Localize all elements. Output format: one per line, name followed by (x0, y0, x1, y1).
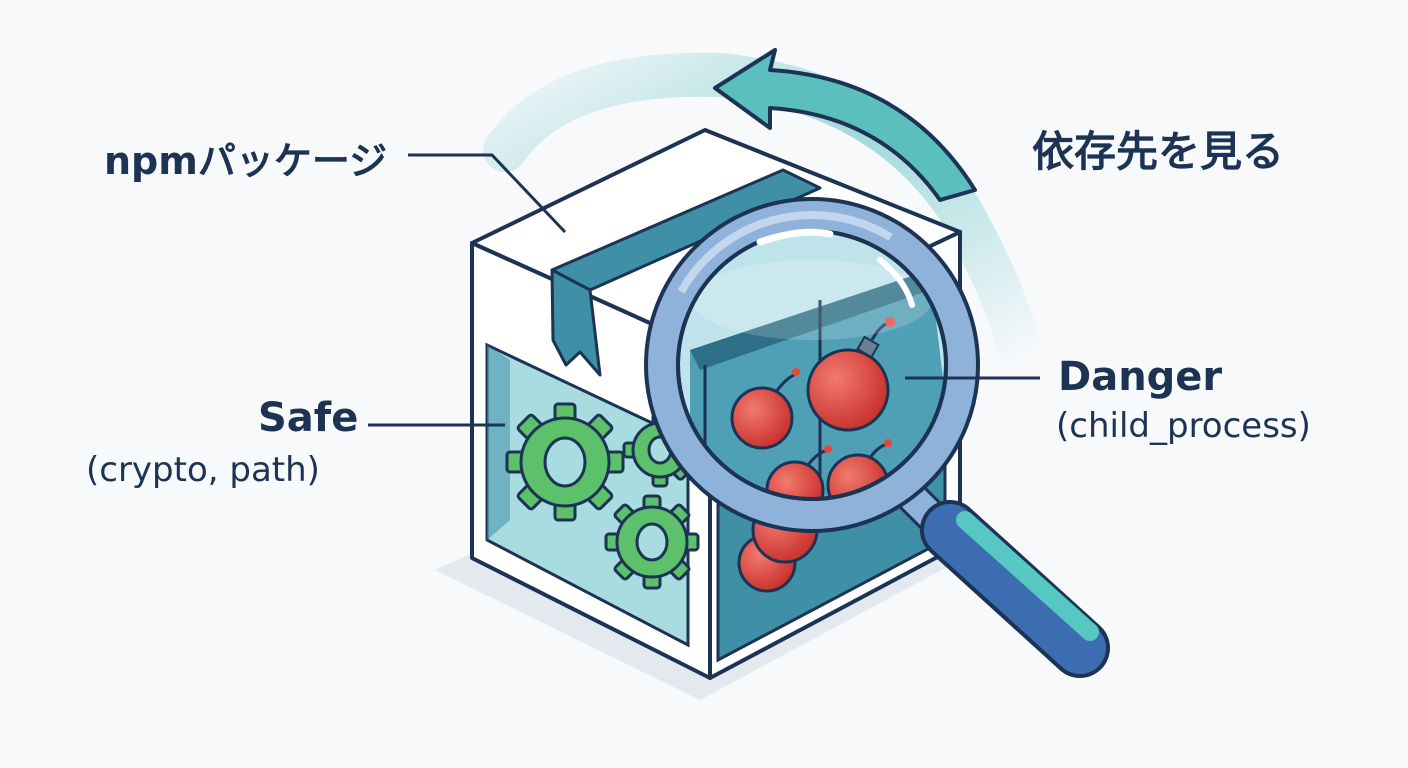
curved-arrow-icon (483, 48, 1044, 382)
safe-title: Safe (258, 395, 359, 441)
package-label: npmパッケージ (104, 139, 388, 183)
bomb-icon (730, 368, 800, 450)
danger-title: Danger (1058, 354, 1223, 400)
bomb-icon (806, 317, 895, 432)
package-leader-line (408, 153, 567, 234)
safe-modules: (crypto, path) (86, 450, 320, 490)
look-deps-label: 依存先を見る (1032, 127, 1285, 176)
magnifier-icon (644, 197, 1110, 678)
gear-icon (505, 402, 625, 522)
danger-modules: (child_process) (1056, 406, 1311, 446)
gear-icon (604, 494, 700, 590)
